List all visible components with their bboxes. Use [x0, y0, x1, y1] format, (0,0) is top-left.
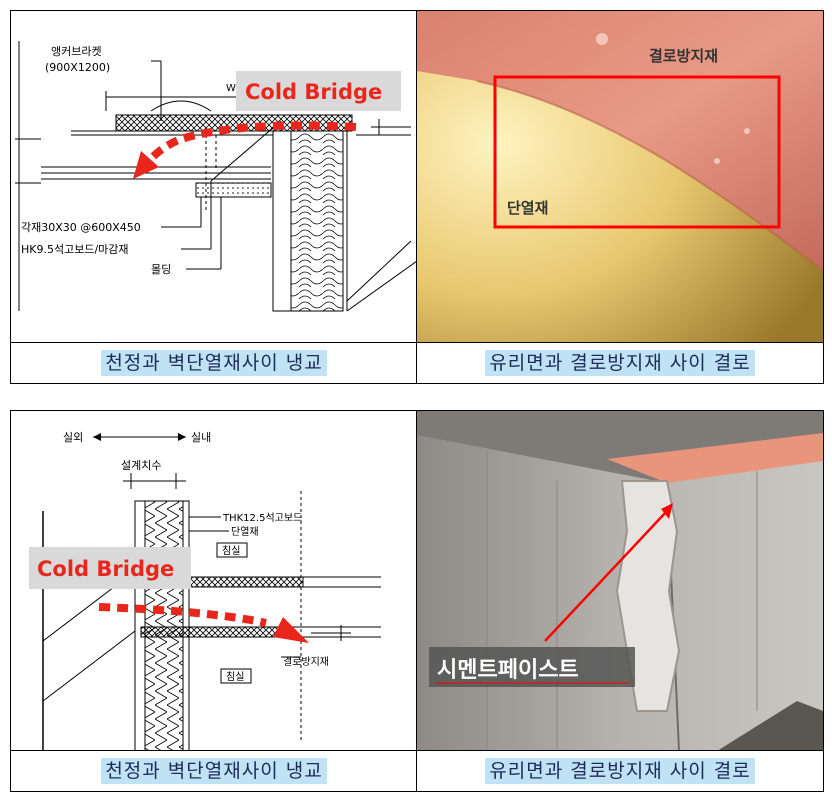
gypsum-board-label: HK9.5석고보드/마감재 [21, 243, 129, 256]
batten-label: 각재30X30 @600X450 [21, 221, 141, 234]
section2-left-caption: 천정과 벽단열재사이 냉교 [101, 758, 327, 784]
outside-label: 실외 [63, 431, 83, 444]
section1-left-caption: 천정과 벽단열재사이 냉교 [101, 350, 327, 376]
section2-right-caption-cell: 유리면과 결로방지재 사이 결로 [416, 750, 824, 792]
cold-bridge-text: Cold Bridge [245, 80, 382, 104]
ceiling-wall-detail-drawing: 앵커브라켓 (900X1200) W Cold Bridge 각재30X30 @… [15, 41, 417, 312]
room-label-upper: 침실 [222, 545, 240, 557]
insulation-label: 단열재 [507, 199, 548, 217]
wall-slab-detail-drawing: 실외 실내 설계치수 THK12.5석고보드 단열재 [29, 431, 381, 751]
cement-paste-label: 시멘트페이스트 [437, 658, 579, 683]
cold-bridge-arrow [98, 603, 267, 627]
section1-drawing-panel: 앵커브라켓 (900X1200) W Cold Bridge 각재30X30 @… [10, 10, 418, 344]
section1-left-caption-cell: 천정과 벽단열재사이 냉교 [10, 342, 418, 384]
cement-paste-photo: 시멘트페이스트 [417, 411, 823, 751]
molding-label: 몰딩 [151, 263, 171, 276]
section1-right-caption-cell: 유리면과 결로방지재 사이 결로 [416, 342, 824, 384]
insulation-highlight-box [493, 75, 781, 229]
gypsum-board-label: THK12.5석고보드 [222, 512, 302, 524]
anti-condensation-label: 결로방지재 [649, 47, 718, 65]
section1-right-caption: 유리면과 결로방지재 사이 결로 [485, 350, 755, 376]
room-label-lower: 침실 [226, 671, 244, 683]
cement-paste-arrow [544, 510, 668, 642]
insulation-label: 단열재 [231, 526, 259, 538]
cement-paste-callout [429, 647, 635, 687]
section2-drawing-panel: 실외 실내 설계치수 THK12.5석고보드 단열재 [10, 410, 418, 752]
anchor-bracket-size-label: (900X1200) [45, 61, 110, 74]
w-dimension-label: W [226, 83, 236, 94]
anti-condensation-label: 결로방지재 [283, 656, 329, 668]
inside-label: 실내 [191, 431, 211, 444]
cold-bridge-text: Cold Bridge [37, 557, 174, 581]
cold-bridge-arrow [139, 121, 357, 172]
cold-bridge-arrowhead [133, 151, 159, 179]
cold-bridge-arrowhead [273, 617, 309, 643]
section2-left-caption-cell: 천정과 벽단열재사이 냉교 [10, 750, 418, 792]
anchor-bracket-label: 앵커브라켓 [51, 45, 102, 58]
section2-right-caption: 유리면과 결로방지재 사이 결로 [485, 758, 755, 784]
section1-photo-panel: 결로방지재 단열재 [416, 10, 824, 344]
condensation-photo: 결로방지재 단열재 [417, 11, 823, 343]
design-dimension-label: 설계치수 [121, 459, 161, 472]
section2-photo-panel: 시멘트페이스트 [416, 410, 824, 752]
cold-bridge-callout [29, 547, 191, 589]
cold-bridge-callout [236, 71, 401, 111]
